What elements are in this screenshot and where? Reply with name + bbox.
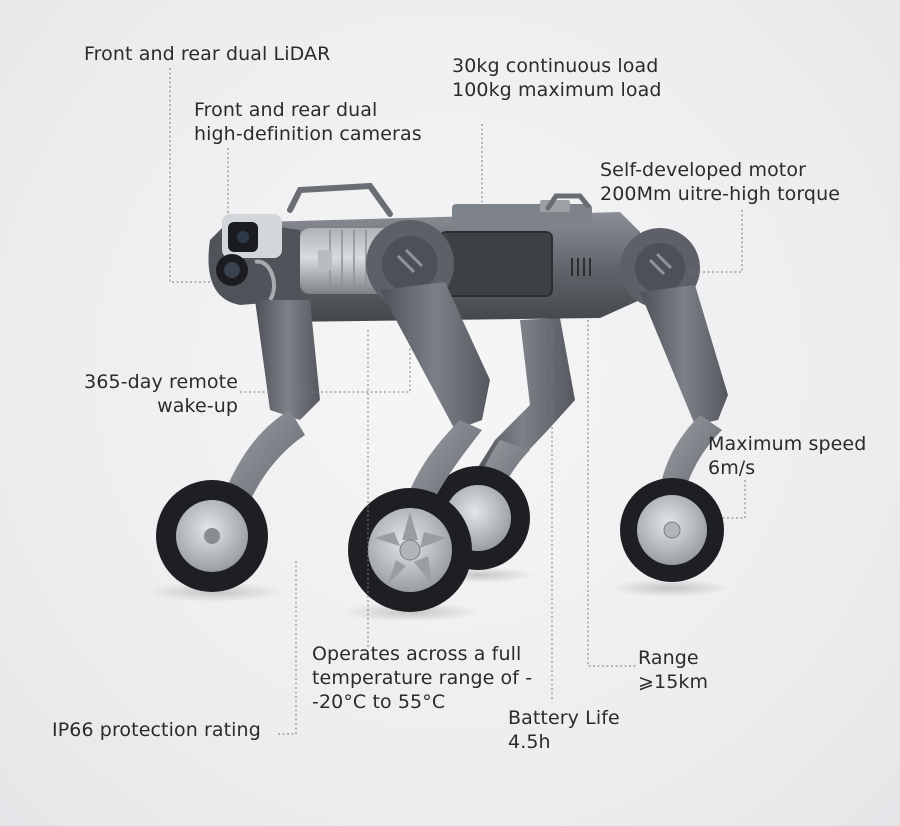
rear-near-wheel	[620, 478, 724, 582]
shadow	[145, 582, 285, 602]
callout-text: 6m/s	[708, 457, 756, 479]
shadow	[610, 579, 730, 597]
callout-text: high-definition cameras	[194, 123, 422, 145]
callout-text: -20°C to 55°C	[312, 691, 446, 713]
front-handle	[287, 182, 393, 217]
callout-text: 100kg maximum load	[452, 79, 662, 101]
callout-text: Front and rear dual LiDAR	[84, 43, 331, 65]
callout-text: 200Mm uitre-high torque	[600, 183, 841, 205]
callout-text: 4.5h	[508, 731, 551, 753]
robot-head	[208, 214, 300, 305]
callout-wake: 365-day remote wake-up	[60, 370, 238, 418]
callout-text: 30kg continuous load	[452, 55, 659, 77]
leader-lines	[169, 68, 746, 735]
motor-logo-icon	[396, 248, 424, 274]
callout-cameras: Front and rear dual high-definition came…	[194, 98, 422, 146]
callout-text: Maximum speed	[708, 433, 867, 455]
callout-text: Front and rear dual	[194, 99, 378, 121]
front-near-wheel	[348, 488, 472, 612]
callout-text: wake-up	[157, 395, 238, 417]
callout-range: Range ⩾15km	[638, 646, 708, 694]
callout-temperature: Operates across a full temperature range…	[312, 642, 532, 714]
callout-lidar: Front and rear dual LiDAR	[84, 42, 330, 66]
callout-load: 30kg continuous load 100kg maximum load	[452, 54, 662, 102]
battery-panel	[439, 231, 553, 297]
leader-range	[587, 320, 636, 667]
callout-text: temperature range of -	[312, 667, 533, 689]
top-payload-plate	[452, 204, 592, 226]
motor-logo-icon	[648, 252, 673, 276]
callout-text: IP66 protection rating	[52, 719, 261, 741]
callout-speed: Maximum speed 6m/s	[708, 432, 866, 480]
callout-text: Operates across a full	[312, 643, 522, 665]
callout-text: Self-developed motor	[600, 159, 806, 181]
leader-speed	[722, 480, 746, 519]
callout-motor: Self-developed motor 200Mm uitre-high to…	[600, 158, 840, 206]
side-vents	[571, 258, 591, 276]
callout-text: ⩾15km	[638, 671, 709, 693]
leader-ip	[278, 560, 297, 735]
rear-handle	[545, 193, 591, 211]
front-far-wheel	[156, 480, 268, 592]
callout-text: Battery Life	[508, 707, 620, 729]
callout-battery: Battery Life 4.5h	[508, 706, 620, 754]
callout-text: Range	[638, 647, 699, 669]
callout-ip: IP66 protection rating	[52, 718, 261, 742]
callout-text: 365-day remote	[84, 371, 238, 393]
